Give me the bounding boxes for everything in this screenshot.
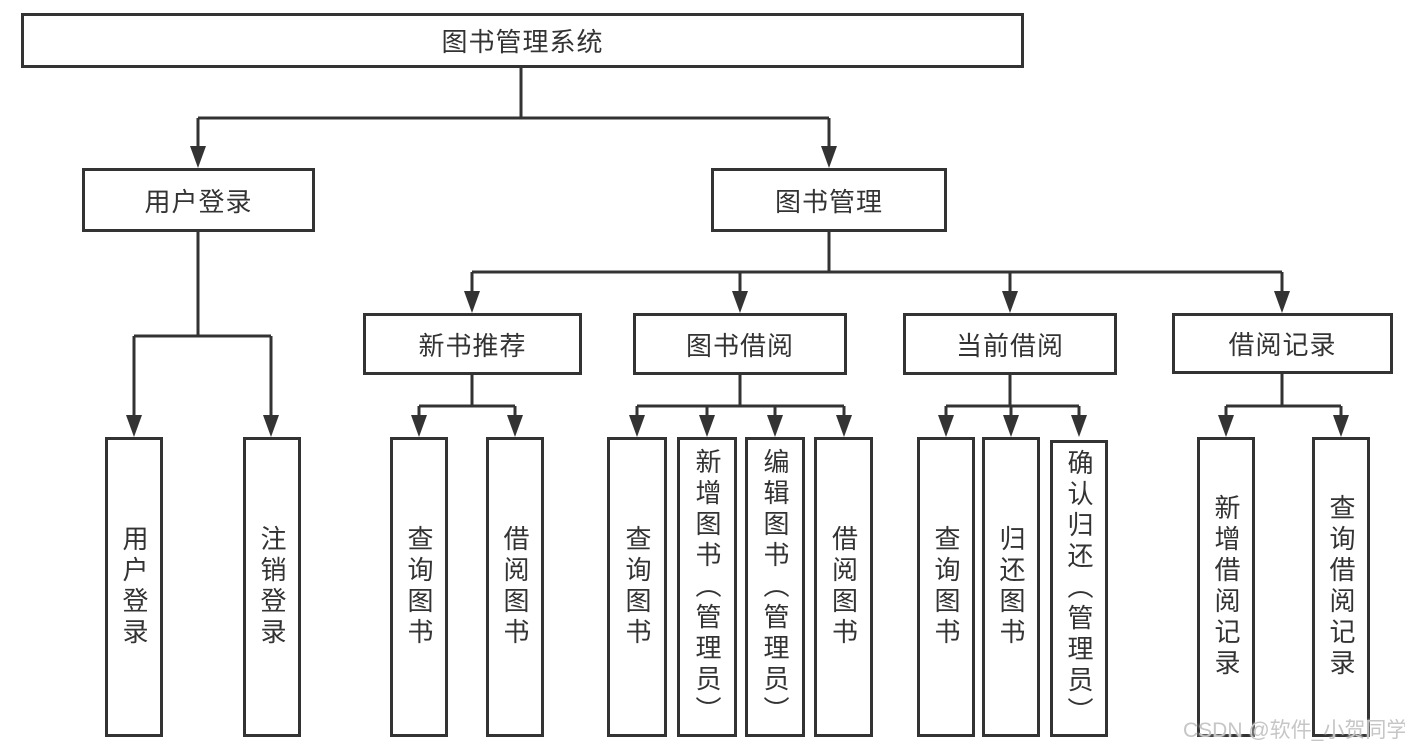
node-label: 编辑图书（管理员） bbox=[760, 447, 790, 727]
arrowhead-icon bbox=[767, 415, 783, 437]
connector-line bbox=[1224, 374, 1343, 421]
node-label: 借阅图书 bbox=[500, 525, 530, 649]
node-label: 归还图书 bbox=[996, 525, 1026, 649]
arrowhead-icon bbox=[1002, 291, 1018, 313]
connector-borrow-children bbox=[629, 375, 852, 437]
arrowhead-icon bbox=[836, 415, 852, 437]
arrowhead-icon bbox=[464, 291, 480, 313]
leaf-query-books-2: 查询图书 bbox=[607, 437, 667, 737]
node-label: 用户登录 bbox=[144, 186, 253, 217]
node-label: 确认归还（管理员） bbox=[1064, 449, 1094, 728]
connector-book-mgmt-to-level3 bbox=[464, 232, 1290, 313]
arrowhead-icon bbox=[507, 415, 523, 437]
node-label: 借阅记录 bbox=[1228, 330, 1337, 360]
leaf-query-books-3: 查询图书 bbox=[917, 437, 975, 737]
node-label: 用户登录 bbox=[119, 525, 149, 649]
node-label: 新增图书（管理员） bbox=[692, 447, 722, 727]
leaf-confirm-return-admin: 确认归还（管理员） bbox=[1050, 440, 1108, 737]
connector-line bbox=[132, 232, 273, 421]
arrowhead-icon bbox=[1274, 291, 1290, 313]
node-label: 新书推荐 bbox=[418, 330, 527, 361]
connector-line bbox=[944, 375, 1081, 421]
leaf-add-borrow-record: 新增借阅记录 bbox=[1197, 437, 1255, 737]
leaf-borrow-books-2: 借阅图书 bbox=[814, 437, 873, 737]
connector-user-login-children bbox=[126, 232, 279, 437]
leaf-return-books: 归还图书 bbox=[982, 437, 1040, 737]
node-label: 借阅图书 bbox=[828, 525, 859, 649]
node-label: 查询图书 bbox=[404, 525, 434, 649]
arrowhead-icon bbox=[126, 415, 142, 437]
node-label: 查询图书 bbox=[931, 525, 961, 649]
node-label: 当前借阅 bbox=[955, 330, 1064, 361]
connector-line bbox=[635, 375, 846, 421]
node-label: 新增借阅记录 bbox=[1211, 494, 1241, 680]
arrowhead-icon bbox=[411, 415, 427, 437]
leaf-edit-books-admin: 编辑图书（管理员） bbox=[745, 437, 805, 737]
arrowhead-icon bbox=[1071, 415, 1087, 437]
leaf-query-books-1: 查询图书 bbox=[390, 437, 448, 737]
node-new-book-recommend: 新书推荐 bbox=[363, 313, 582, 375]
leaf-borrow-books-1: 借阅图书 bbox=[486, 437, 544, 737]
node-label: 图书借阅 bbox=[685, 330, 794, 361]
csdn-watermark: CSDN @软件_小贺同学 bbox=[1183, 719, 1405, 742]
arrowhead-icon bbox=[1333, 415, 1349, 437]
node-book-management: 图书管理 bbox=[711, 168, 947, 232]
connector-current-children bbox=[938, 375, 1087, 437]
node-borrow-records: 借阅记录 bbox=[1172, 313, 1393, 374]
arrowhead-icon bbox=[732, 291, 748, 313]
connector-line bbox=[470, 232, 1284, 297]
connector-line bbox=[417, 375, 517, 421]
connector-line bbox=[196, 68, 831, 152]
leaf-add-books-admin: 新增图书（管理员） bbox=[677, 437, 737, 737]
arrowhead-icon bbox=[821, 146, 837, 168]
node-current-borrow: 当前借阅 bbox=[903, 313, 1117, 375]
connector-records-children bbox=[1218, 374, 1349, 437]
leaf-query-borrow-record: 查询借阅记录 bbox=[1312, 437, 1370, 737]
leaf-logout: 注销登录 bbox=[243, 437, 301, 737]
arrowhead-icon bbox=[629, 415, 645, 437]
leaf-user-login: 用户登录 bbox=[105, 437, 163, 737]
arrowhead-icon bbox=[190, 146, 206, 168]
arrowhead-icon bbox=[1218, 415, 1234, 437]
arrowhead-icon bbox=[263, 415, 279, 437]
node-label: 图书管理系统 bbox=[441, 27, 604, 57]
node-label: 查询图书 bbox=[622, 525, 652, 649]
node-book-borrow: 图书借阅 bbox=[633, 313, 847, 375]
connector-root-to-level2 bbox=[190, 68, 837, 168]
node-label: 查询借阅记录 bbox=[1326, 494, 1356, 680]
arrowhead-icon bbox=[938, 415, 954, 437]
arrowhead-icon bbox=[1003, 415, 1019, 437]
arrowhead-icon bbox=[699, 415, 715, 437]
node-user-login: 用户登录 bbox=[82, 168, 315, 232]
node-label: 图书管理 bbox=[774, 186, 883, 217]
connector-new-books-children bbox=[411, 375, 523, 437]
node-library-system: 图书管理系统 bbox=[21, 13, 1024, 68]
node-label: 注销登录 bbox=[257, 525, 287, 649]
